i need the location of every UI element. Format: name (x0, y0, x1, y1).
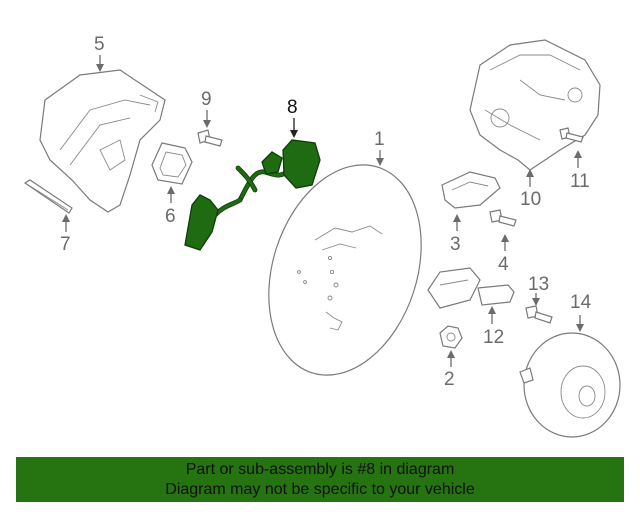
part-7-trim-strip (23, 179, 73, 214)
part-12-stalk-switch (427, 267, 515, 309)
callout-14: 14 (570, 292, 592, 313)
callout-7: 7 (60, 234, 71, 255)
part-9-screw (197, 129, 223, 147)
callout-8: 8 (287, 97, 298, 118)
callout-4: 4 (498, 254, 509, 275)
callout-9: 9 (201, 89, 212, 110)
part-10-bracket (469, 39, 601, 171)
banner-line-1: Part or sub-assembly is #8 in diagram (185, 461, 455, 478)
part-8-wiring-harness (184, 139, 321, 251)
info-banner: Part or sub-assembly is #8 in diagram Di… (16, 457, 624, 502)
part-2-nut (439, 325, 463, 349)
callout-10: 10 (520, 189, 541, 210)
callout-5: 5 (94, 34, 105, 55)
part-5-column-cover (39, 69, 166, 213)
callout-11: 11 (570, 171, 590, 192)
banner-line-2: Diagram may not be specific to your vehi… (165, 481, 475, 498)
part-14-horn (519, 332, 621, 438)
callout-6: 6 (165, 206, 176, 227)
callout-2: 2 (444, 369, 455, 390)
part-13-bolt (525, 305, 553, 324)
part-11-bolt (559, 127, 584, 143)
callout-3: 3 (450, 234, 461, 255)
callout-1: 1 (374, 129, 385, 150)
callout-12: 12 (483, 327, 504, 348)
part-1-steering-wheel (268, 164, 422, 376)
part-6-clip (151, 142, 193, 185)
part-3-switch (441, 171, 501, 209)
part-4-screw (489, 209, 517, 227)
callout-13: 13 (528, 274, 549, 295)
